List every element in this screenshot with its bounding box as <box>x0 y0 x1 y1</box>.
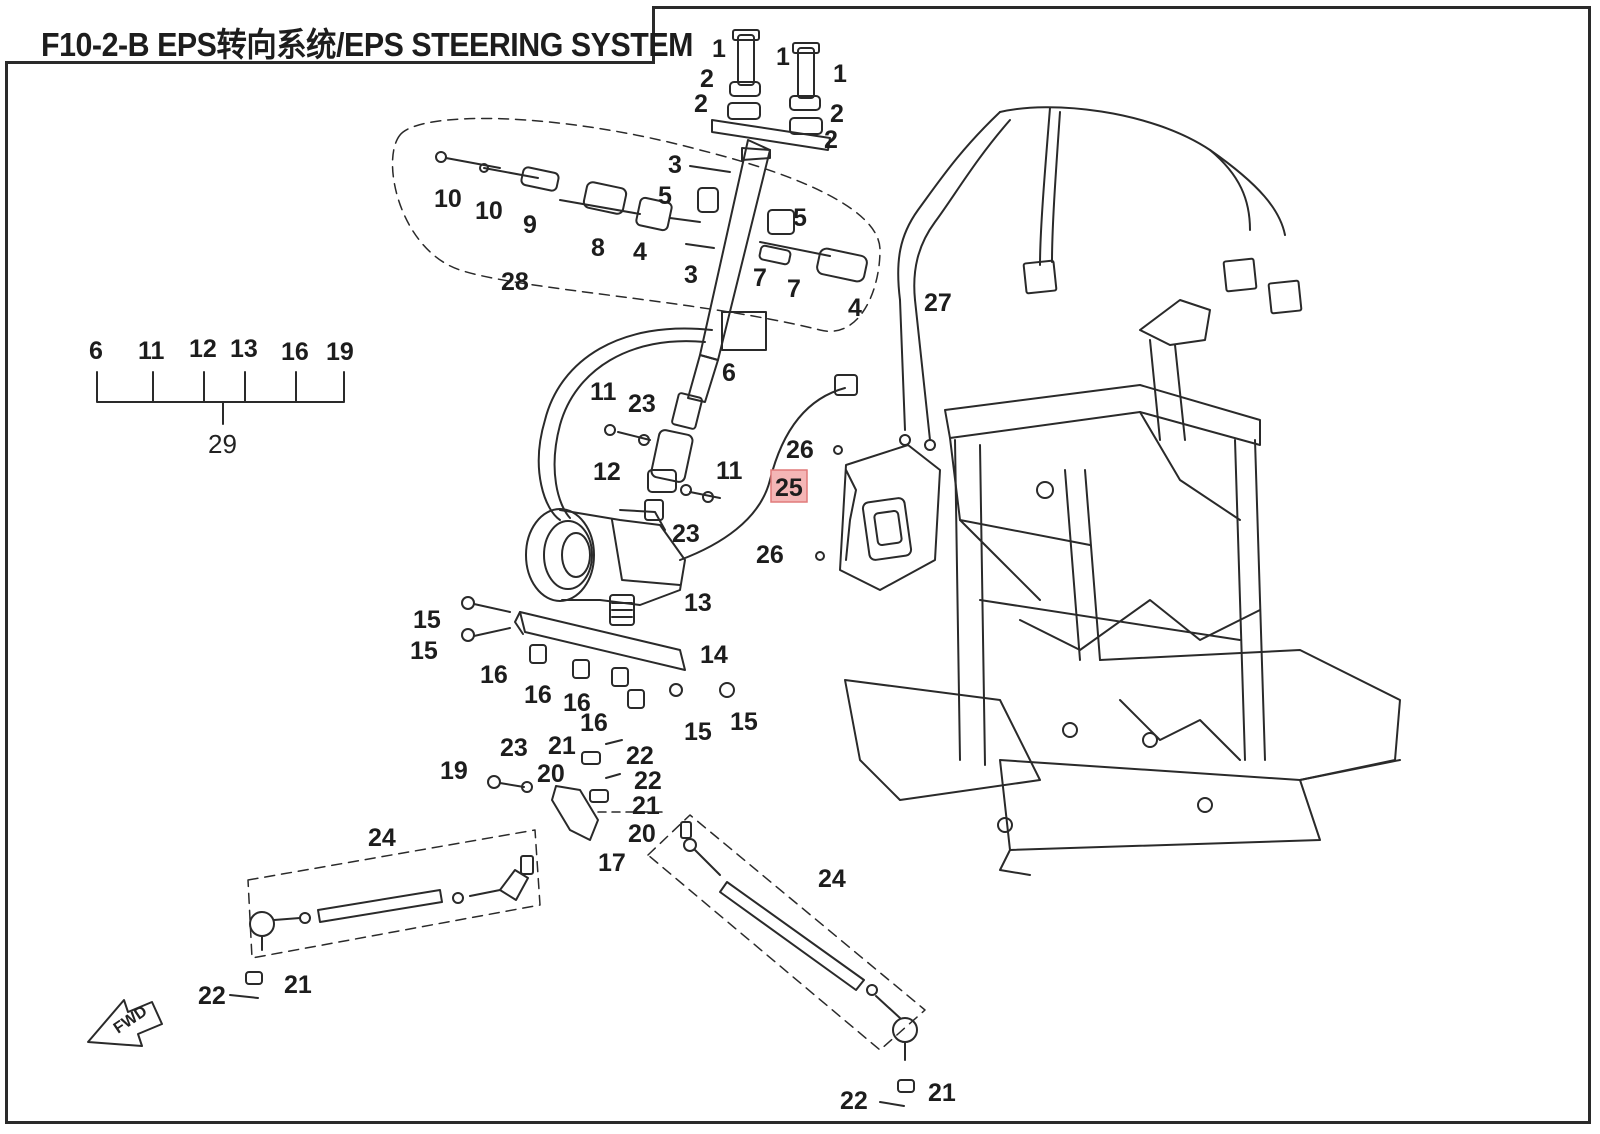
callout-7: 7 <box>787 275 801 303</box>
callout-9: 9 <box>523 211 537 239</box>
callout-2: 2 <box>830 100 844 128</box>
callout-22: 22 <box>626 742 654 770</box>
callout-16: 16 <box>524 681 552 709</box>
callout-3: 3 <box>684 261 698 289</box>
column-bolts <box>711 29 831 151</box>
callout-22: 22 <box>840 1087 868 1115</box>
callout-20: 20 <box>537 760 565 788</box>
callout-23: 23 <box>628 390 656 418</box>
callout-16: 16 <box>580 709 608 737</box>
callout-28: 28 <box>501 268 529 296</box>
callout-23: 23 <box>672 520 700 548</box>
callout-23: 23 <box>500 734 528 762</box>
callout-4: 4 <box>633 238 647 266</box>
kit-29-member: 12 <box>189 335 217 363</box>
callout-5: 5 <box>658 182 672 210</box>
controller-harness <box>679 387 846 561</box>
tie-rod-left <box>229 829 541 999</box>
callout-17: 17 <box>598 849 626 877</box>
diagram-title: F10-2-B EPS转向系统/EPS STEERING SYSTEM <box>41 26 693 63</box>
title-box: F10-2-B EPS转向系统/EPS STEERING SYSTEM <box>5 6 693 64</box>
callout-2: 2 <box>700 65 714 93</box>
callout-16: 16 <box>563 689 591 717</box>
callout-16: 16 <box>480 661 508 689</box>
callout-2: 2 <box>824 126 838 154</box>
diagram-border <box>5 6 1591 1124</box>
mount-plate <box>461 596 735 709</box>
kit-29-bracket <box>96 371 345 425</box>
fwd-arrow <box>87 999 163 1047</box>
pitman-arm <box>487 739 669 841</box>
callout-1: 1 <box>712 35 726 63</box>
callout-10: 10 <box>475 197 503 225</box>
callout-10: 10 <box>434 185 462 213</box>
callout-11: 11 <box>716 457 743 485</box>
eps-gearbox <box>525 508 686 626</box>
callout-12: 12 <box>593 458 621 486</box>
tie-rod-right <box>647 814 926 1107</box>
callout-21: 21 <box>284 971 312 999</box>
callout-7: 7 <box>753 264 767 292</box>
callout-2: 2 <box>694 90 708 118</box>
u-joint <box>604 424 721 521</box>
main-harness <box>897 106 1303 451</box>
steering-column <box>671 139 771 430</box>
callout-26: 26 <box>786 436 814 464</box>
callout-21: 21 <box>632 792 660 820</box>
callout-27: 27 <box>924 289 952 317</box>
callout-13: 13 <box>684 589 712 617</box>
eps-controller <box>815 444 941 591</box>
callout-5: 5 <box>793 204 807 232</box>
chassis-frame <box>844 299 1401 876</box>
callout-21: 21 <box>928 1079 956 1107</box>
callout-24: 24 <box>368 824 396 852</box>
callout-1: 1 <box>776 43 790 71</box>
callout-26: 26 <box>756 541 784 569</box>
callout-19: 19 <box>440 757 468 785</box>
callout-14: 14 <box>700 641 728 669</box>
callout-22: 22 <box>198 982 226 1010</box>
kit-29-member: 11 <box>138 337 165 365</box>
callout-15: 15 <box>730 708 758 736</box>
shaft-small-parts <box>435 151 868 283</box>
kit-29-member: 13 <box>230 335 258 363</box>
kit-29-label: 29 <box>208 429 237 459</box>
callout-labels: 1 1 1 2 2 2 2 3 3 4 4 5 5 6 7 7 8 9 10 1… <box>89 35 956 1115</box>
callout-1: 1 <box>833 60 847 88</box>
kit-29-member: 16 <box>281 338 309 366</box>
callout-25: 25 <box>775 474 803 502</box>
group-28-outline <box>391 117 881 333</box>
callout-24: 24 <box>818 865 846 893</box>
motor-harness <box>537 327 713 521</box>
callout-15: 15 <box>410 637 438 665</box>
callout-25-highlight <box>770 469 808 503</box>
callout-20: 20 <box>628 820 656 848</box>
callout-15: 15 <box>413 606 441 634</box>
callout-8: 8 <box>591 234 605 262</box>
callout-21: 21 <box>548 732 576 760</box>
kit-29-member: 6 <box>89 337 103 365</box>
callout-11: 11 <box>590 378 617 406</box>
callout-15: 15 <box>684 718 712 746</box>
kit-29-member: 19 <box>326 338 354 366</box>
callout-22: 22 <box>634 767 662 795</box>
callout-4: 4 <box>848 294 862 322</box>
callout-6: 6 <box>722 359 736 387</box>
callout-3: 3 <box>668 151 682 179</box>
